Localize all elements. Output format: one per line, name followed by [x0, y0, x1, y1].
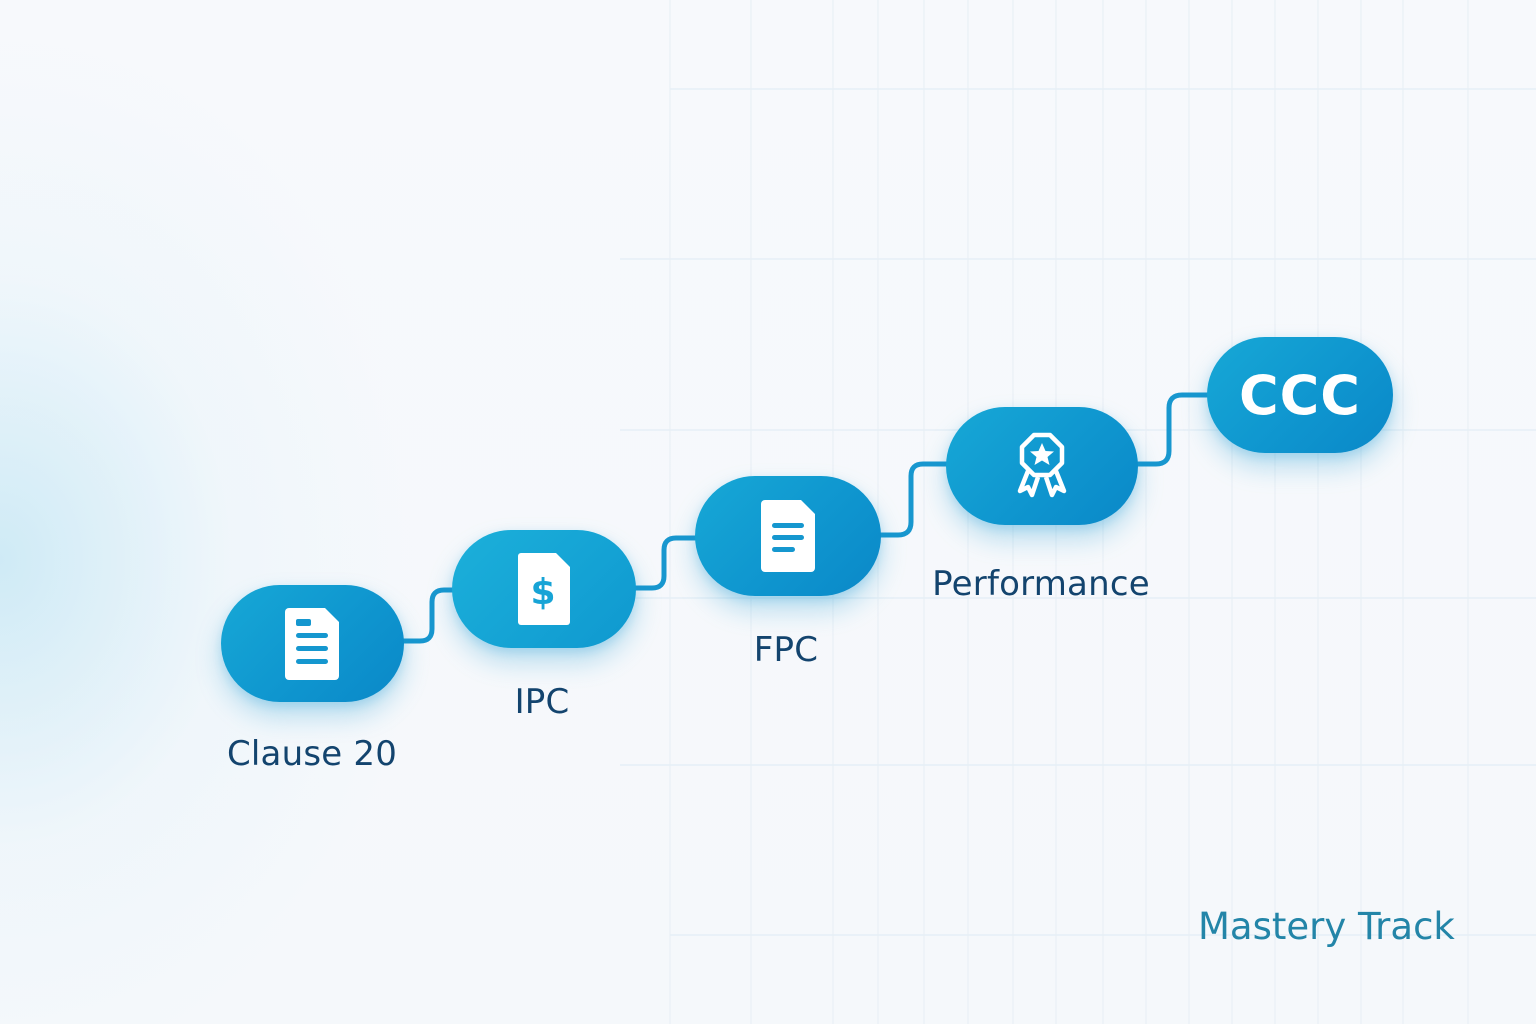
document-lines-icon	[761, 500, 815, 572]
svg-text:$: $	[530, 572, 555, 613]
connector-ipc-fpc	[630, 535, 703, 591]
stage-label-ipc: IPC	[514, 682, 570, 722]
connector-performance-ccc	[1132, 392, 1213, 467]
connector-clause20-ipc	[399, 587, 459, 644]
stage-node-performance[interactable]	[946, 407, 1138, 525]
stage-label-performance: Performance	[932, 564, 1150, 604]
stage-label-fpc: FPC	[753, 630, 819, 670]
invoice-dollar-icon: $	[518, 553, 570, 625]
stage-label-ccc: CCC	[1239, 363, 1361, 427]
stage-node-fpc[interactable]	[695, 476, 881, 596]
stage-node-ipc[interactable]: $	[452, 530, 636, 648]
stage-label-clause20: Clause 20	[226, 734, 398, 774]
stage-node-ccc[interactable]: CCC	[1207, 337, 1393, 453]
connector-fpc-performance	[876, 461, 953, 538]
award-ribbon-icon	[1012, 431, 1072, 501]
document-icon	[284, 607, 341, 680]
stage-node-clause20[interactable]	[221, 585, 404, 702]
brand-name: Mastery Track	[1198, 905, 1455, 948]
